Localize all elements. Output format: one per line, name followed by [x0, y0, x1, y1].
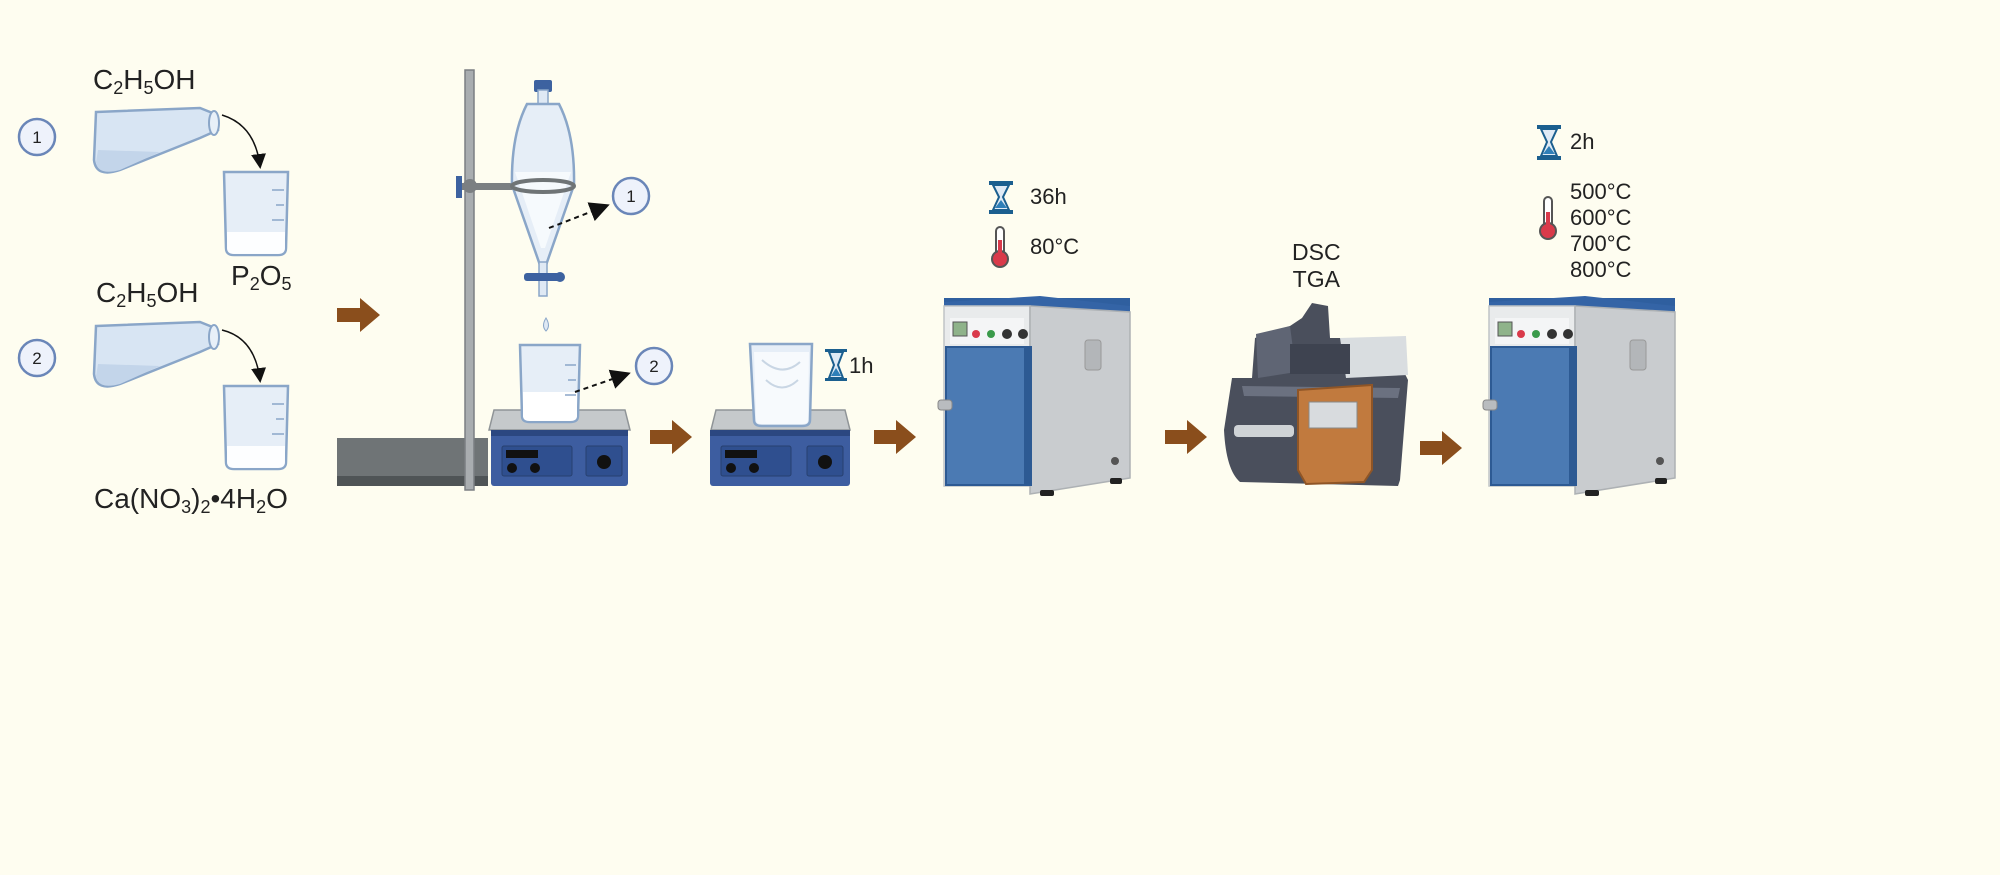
separatory-funnel-icon [510, 80, 576, 332]
drying-oven-icon [937, 296, 1131, 496]
ethanol-label-2: C2H5OH [96, 277, 199, 311]
analysis-label: DSC TGA [1292, 241, 1341, 291]
magnetic-stirrer-1-icon [488, 409, 631, 486]
flow-arrow-1 [337, 298, 380, 332]
dashed-arrow-1 [548, 202, 610, 229]
funnel-marker-1: 1 [611, 176, 651, 216]
flow-arrow-4 [1165, 420, 1207, 454]
calcination-temp-1: 500°C [1570, 179, 1632, 204]
beaker-stirring-1-icon [518, 343, 582, 424]
flow-arrow-5 [1420, 431, 1462, 465]
magnetic-stirrer-2-icon [710, 409, 851, 486]
erlenmeyer-flask-2-icon [92, 320, 220, 388]
calcination-temp-3: 700°C [1570, 231, 1632, 256]
step-marker-1: 1 [17, 117, 57, 157]
calcination-temp-4: 800°C [1570, 257, 1632, 282]
tga-label: TGA [1292, 266, 1340, 292]
thermometer-80c-icon [991, 226, 1009, 268]
pour-arrow-2 [221, 329, 267, 383]
hourglass-2h-icon [1537, 125, 1561, 160]
step-marker-1-label: 1 [32, 128, 41, 147]
beaker-calcium-nitrate-icon [222, 384, 290, 471]
p2o5-label: P2O5 [231, 260, 292, 294]
dsc-tga-instrument-icon [1224, 303, 1408, 486]
step-marker-2: 2 [17, 338, 57, 378]
drying-temp-label: 80°C [1030, 234, 1080, 259]
calcination-temps-list: 500°C 600°C 700°C 800°C [1570, 181, 1631, 281]
dashed-arrow-2 [574, 369, 631, 393]
calcination-furnace-icon [1482, 296, 1676, 496]
pour-arrow-1 [221, 114, 266, 169]
stir-time-label: 1h [849, 353, 874, 378]
thermometer-calcination-icon [1539, 196, 1557, 240]
step-marker-2-label: 2 [32, 349, 41, 368]
drying-time-label: 36h [1030, 184, 1067, 209]
funnel-marker-1-label: 1 [626, 187, 635, 206]
ring-stand-icon [337, 69, 560, 491]
stirrer-marker-2-label: 2 [649, 357, 658, 376]
beaker-stirring-2-icon [748, 342, 814, 428]
flow-arrow-2 [650, 420, 692, 454]
stirrer-marker-2: 2 [634, 346, 674, 386]
beaker-p2o5-icon [222, 170, 290, 257]
dsc-label: DSC [1292, 239, 1341, 265]
hourglass-36h-icon [989, 181, 1013, 214]
calcium-nitrate-label: Ca(NO3)2•4H2O [94, 483, 288, 517]
calcination-time-label: 2h [1570, 129, 1595, 154]
calcination-temp-2: 600°C [1570, 205, 1632, 230]
hourglass-1h-icon [825, 349, 847, 381]
erlenmeyer-flask-1-icon [92, 106, 220, 174]
ethanol-label-1: C2H5OH [93, 64, 196, 98]
flow-arrow-3 [874, 420, 916, 454]
